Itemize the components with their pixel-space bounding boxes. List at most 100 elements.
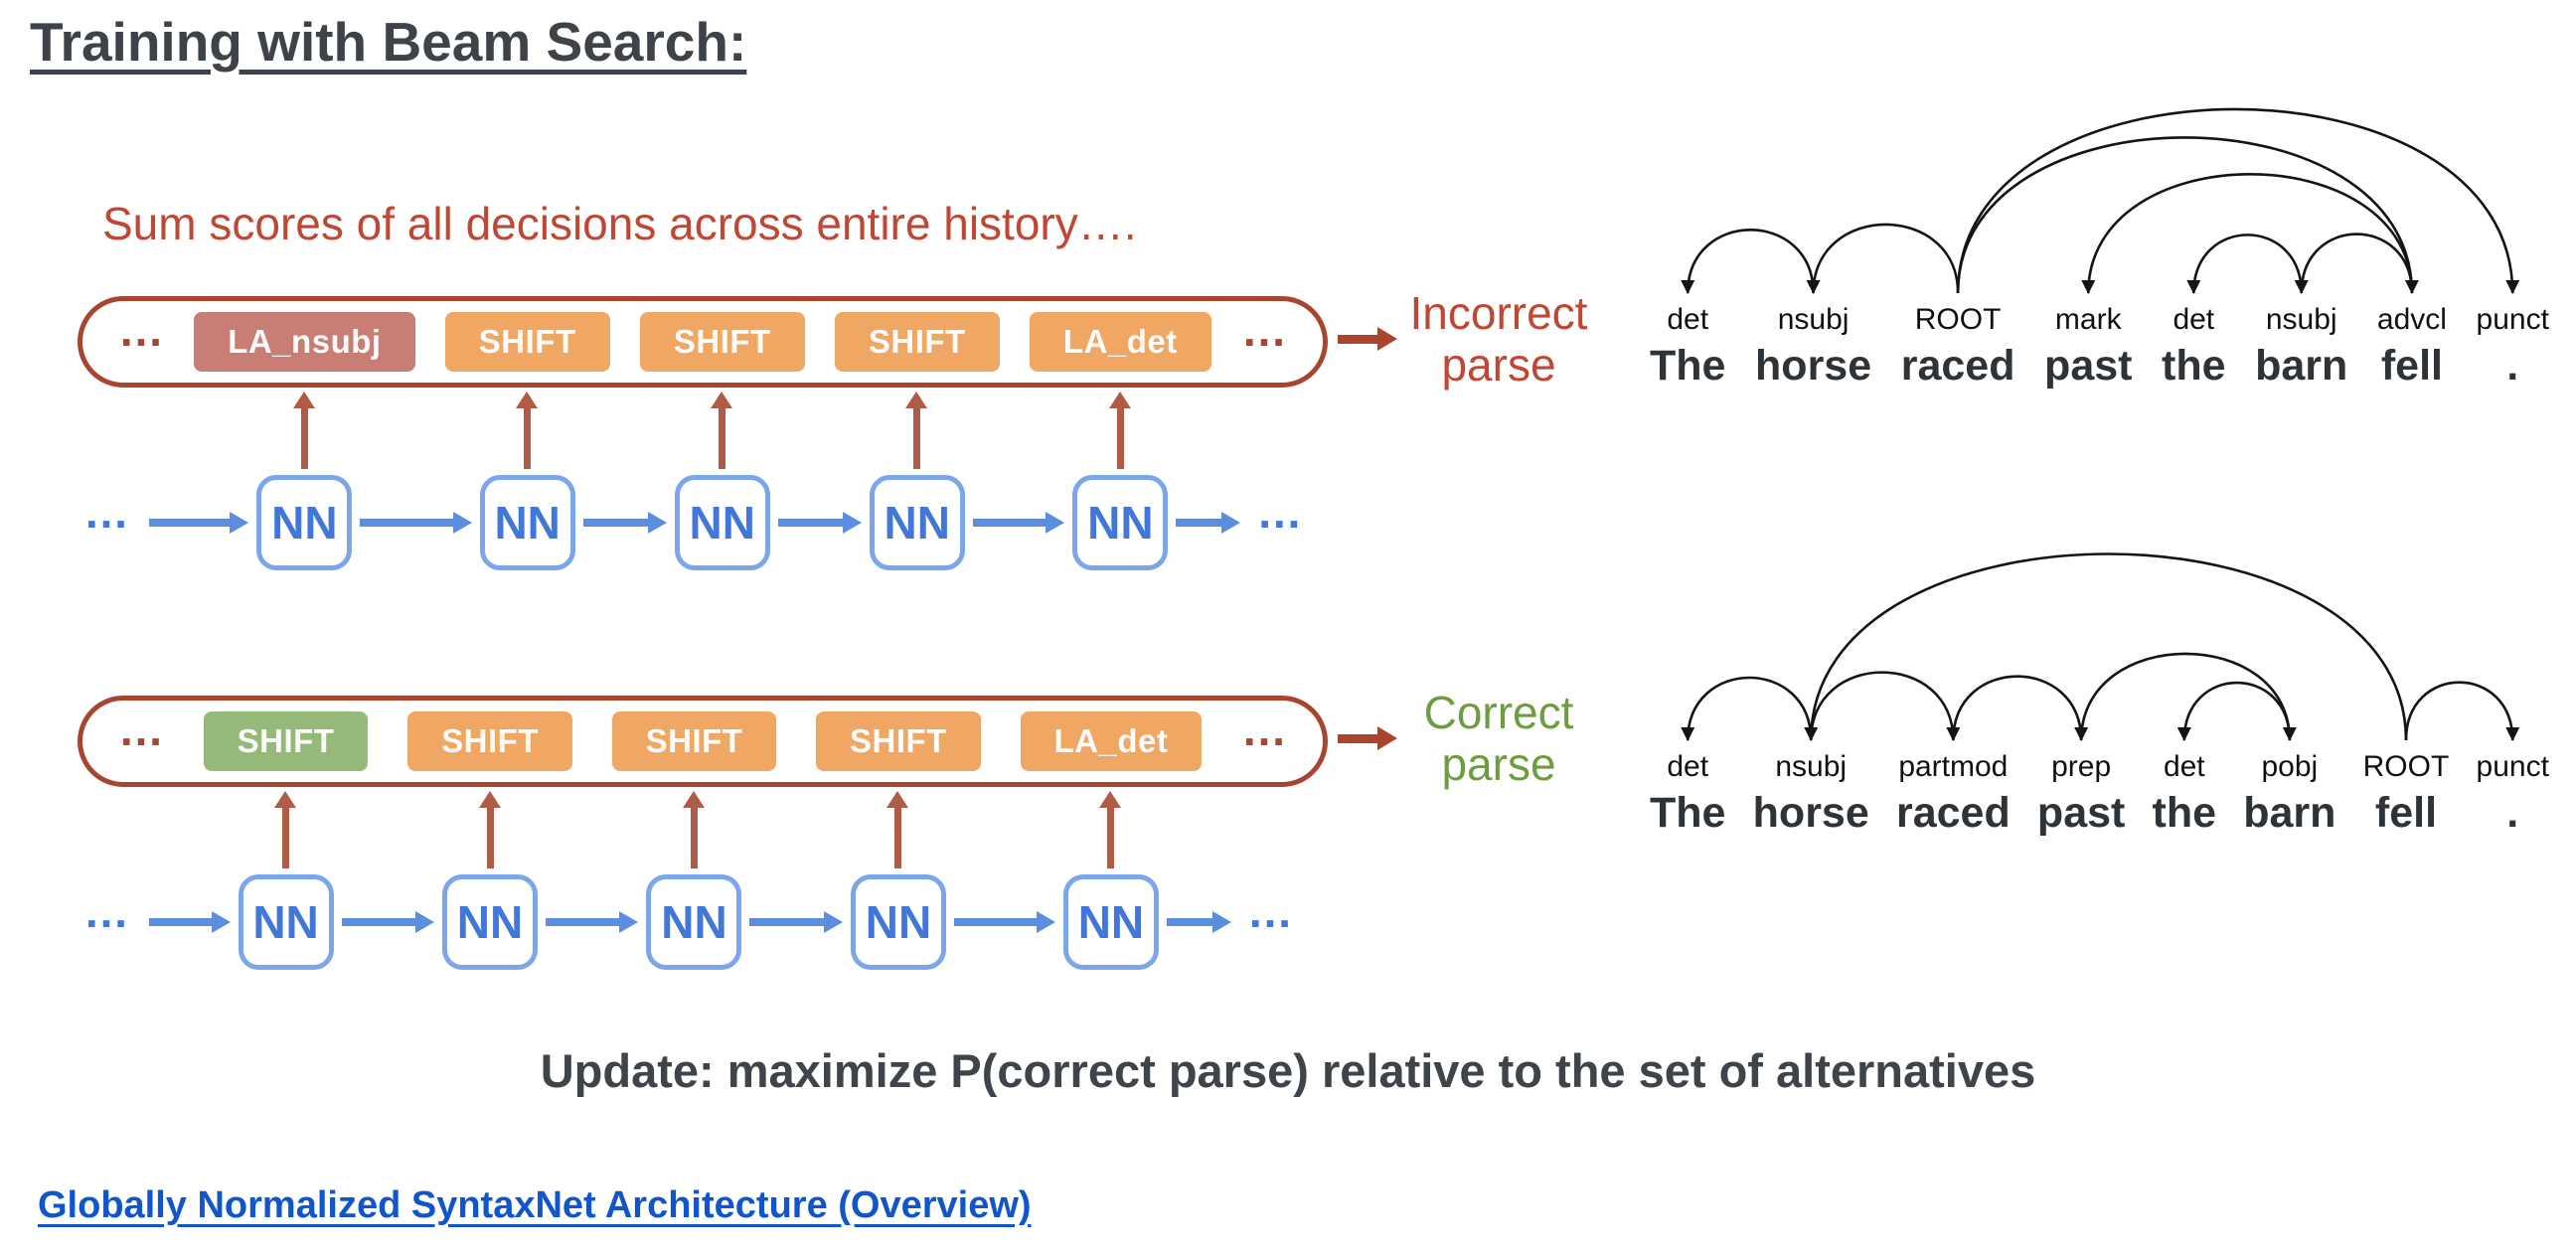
token-word: raced <box>1900 342 2015 390</box>
flow-arrow-icon <box>149 512 249 534</box>
arc-arrowhead-icon <box>2505 280 2520 294</box>
token-word: The <box>1650 342 1726 390</box>
dependency-arc <box>2191 234 2304 294</box>
score-arrow-icon <box>886 791 909 868</box>
flow-arrow-icon <box>341 911 435 933</box>
token-word: fell <box>2380 342 2443 390</box>
dependency-arcs <box>1681 552 2520 741</box>
nn-cell: NN <box>256 475 353 570</box>
dep-label: partmod <box>1898 750 2009 783</box>
score-arrow-icon <box>1108 392 1131 469</box>
token-word: horse <box>1755 342 1872 390</box>
arc-arrowhead-icon <box>2404 280 2419 294</box>
decision-sequence-correct: … SHIFT SHIFT SHIFT SHIFT LA_det … <box>78 696 1328 787</box>
parse-label-incorrect: Incorrect parse <box>1389 287 1608 391</box>
arc-arrowhead-icon <box>1681 727 1695 741</box>
nn-cell: NN <box>442 874 539 970</box>
parse-arrow-icon <box>1338 327 1397 351</box>
parse-label-correct: Correct parse <box>1389 687 1608 790</box>
flow-arrow-icon <box>1166 911 1231 933</box>
dep-label: det <box>2173 303 2215 336</box>
token-column: ROOT raced <box>1901 303 2015 391</box>
flow-arrow-icon <box>953 911 1055 933</box>
token-word: the <box>2162 342 2226 390</box>
decision-shift: SHIFT <box>834 312 1000 372</box>
dep-label: prep <box>2051 750 2112 783</box>
dependency-arcs <box>1681 107 2520 294</box>
arc-arrowhead-icon <box>2294 280 2309 294</box>
nn-chain-ellipsis: … <box>83 486 129 538</box>
token-word: . <box>2506 342 2519 390</box>
dep-label: nsubj <box>1777 303 1850 336</box>
arc-arrowhead-icon <box>2505 727 2520 741</box>
dependency-arc <box>1956 107 2514 294</box>
score-arrow-icon <box>711 392 733 469</box>
sequence-ellipsis: … <box>118 304 164 356</box>
token-column: nsubj horse <box>1755 303 1871 391</box>
dependency-arc <box>1686 676 1813 741</box>
dep-label: punct <box>2476 303 2549 336</box>
nn-cell: NN <box>238 874 334 970</box>
token-word: The <box>1650 789 1726 837</box>
parse-label-line: Correct <box>1423 687 1574 738</box>
parse-label-line: Incorrect <box>1409 287 1588 339</box>
nn-chain-ellipsis: … <box>1246 885 1293 937</box>
decision-la_det: LA_det <box>1020 711 1203 771</box>
token-column: advcl fell <box>2377 303 2447 391</box>
nn-cell: NN <box>674 475 770 570</box>
dependency-arc <box>1812 223 1960 294</box>
dependency-arc <box>2300 233 2414 294</box>
score-arrow-icon <box>292 392 315 469</box>
nn-cell: NN <box>850 874 946 970</box>
dep-label: ROOT <box>1914 303 2002 336</box>
arc-arrowhead-icon <box>2176 727 2191 741</box>
decision-shift: SHIFT <box>816 711 981 771</box>
parse-label-line: parse <box>1441 737 1556 790</box>
flow-arrow-icon <box>360 512 473 534</box>
parse-label-line: parse <box>1441 338 1556 391</box>
syntaxnet-architecture-link[interactable]: Globally Normalized SyntaxNet Architectu… <box>38 1184 1032 1226</box>
update-rule-text: Update: maximize P(correct parse) relati… <box>540 1044 2036 1097</box>
sequence-ellipsis: … <box>1241 704 1287 755</box>
dependency-arc <box>1952 675 2083 741</box>
dep-label: ROOT <box>2362 750 2450 783</box>
decision-shift: SHIFT <box>611 711 777 771</box>
token-word: barn <box>2243 789 2336 837</box>
dep-label: nsubj <box>2265 303 2337 336</box>
flow-arrow-icon <box>149 911 230 933</box>
decision-shift: SHIFT <box>203 711 369 771</box>
sequence-ellipsis: … <box>118 704 164 755</box>
flow-arrow-icon <box>582 512 667 534</box>
dep-label: mark <box>2054 303 2122 336</box>
dependency-arc <box>1956 136 2414 294</box>
decision-la_nsubj: LA_nsubj <box>194 312 415 372</box>
decision-shift: SHIFT <box>407 711 572 771</box>
flow-arrow-icon <box>749 911 844 933</box>
arc-arrowhead-icon <box>2282 727 2297 741</box>
dep-label: advcl <box>2376 303 2447 336</box>
nn-cell: NN <box>646 874 742 970</box>
token-column: det the <box>2162 303 2226 391</box>
decision-shift: SHIFT <box>444 312 610 372</box>
dep-label: pobj <box>2261 750 2319 783</box>
score-arrow-icon <box>478 791 501 868</box>
nn-cell: NN <box>869 475 965 570</box>
score-arrow-icon <box>905 392 928 469</box>
token-column: punct. <box>2477 303 2549 391</box>
dependency-arc <box>2404 681 2514 741</box>
arc-arrowhead-icon <box>2186 280 2201 294</box>
nn-cell: NN <box>1072 475 1169 570</box>
dependency-arc <box>1809 552 2408 741</box>
